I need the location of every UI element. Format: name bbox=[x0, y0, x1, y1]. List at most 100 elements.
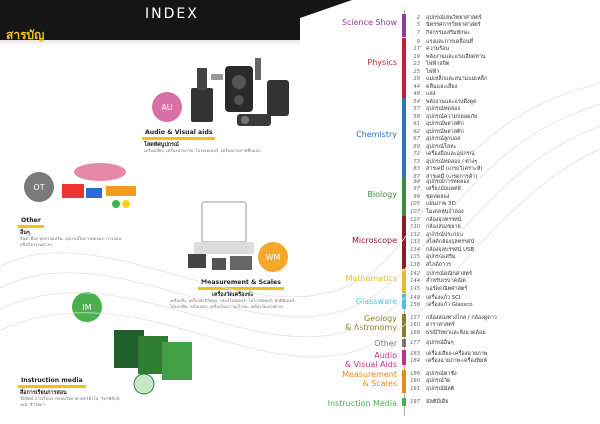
green-ball bbox=[112, 200, 120, 208]
dvd-case-3 bbox=[162, 342, 192, 380]
ms-circle: WM bbox=[258, 242, 288, 272]
entry-page-number: 168 bbox=[410, 329, 420, 336]
im-subtitle: สื่อการเรียนการสอน bbox=[20, 390, 67, 396]
index-entry[interactable]: 107 โมเดลหุ่นจำลอง bbox=[408, 208, 469, 216]
entry-page-number: 72 bbox=[413, 151, 420, 158]
entry-page-number: 73 bbox=[413, 158, 420, 165]
index-entry[interactable]: 191 อุปกรณ์มัลติ bbox=[408, 385, 457, 393]
entry-title: กิจกรรมเสริมทักษะ bbox=[426, 29, 470, 36]
entry-page-number: 190 bbox=[410, 378, 420, 385]
other-description: สินค้าอื่นๆ อุปกรณ์เสริม, อุปกรณ์ในการทด… bbox=[20, 236, 122, 247]
orange-blocks bbox=[106, 186, 136, 196]
entry-page-number: 186 bbox=[410, 370, 420, 377]
av-description: เครื่องเสียง, เครื่องฉายภาพ, โปรเจคเตอร์… bbox=[144, 148, 261, 153]
entry-page-number: 197 bbox=[410, 398, 420, 405]
section-name: Glassware bbox=[355, 297, 397, 306]
color-pack bbox=[62, 184, 84, 198]
entry-title: เครื่องฉายภาพ-เครื่องพิมพ์ bbox=[426, 358, 488, 365]
entry-page-number: 57 bbox=[413, 106, 420, 113]
entry-title: สไลด์ถาวร bbox=[426, 261, 452, 268]
entry-page-number: 107 bbox=[410, 208, 420, 215]
entry-page-number: 54 bbox=[413, 98, 420, 105]
index-entry[interactable]: 197 มัลติมีเดีย bbox=[408, 398, 448, 406]
entry-page-number: 25 bbox=[413, 68, 420, 75]
index-entry[interactable]: 190 อุปกรณ์วัด bbox=[408, 378, 457, 386]
ms-tag: Measurement & Scales bbox=[198, 278, 284, 290]
index-entry[interactable]: 145 บอร์ดคณิตศาสตร์ bbox=[408, 285, 472, 293]
im-circle: IM bbox=[72, 292, 102, 322]
header-band bbox=[0, 0, 300, 46]
section-color-bar bbox=[402, 38, 406, 98]
section-color-bar bbox=[402, 314, 406, 337]
section-name: Microscope bbox=[352, 236, 397, 245]
section-color-bar bbox=[402, 178, 406, 216]
av-tag: Audio & Visual aids bbox=[142, 128, 216, 140]
section-color-bar bbox=[402, 294, 406, 309]
entry-page-number: 61 bbox=[413, 121, 420, 128]
section-entries: 197 มัลติมีเดีย bbox=[408, 398, 448, 406]
entry-page-number: 135 bbox=[410, 254, 420, 261]
entry-title: บอร์ดคณิตศาสตร์ bbox=[426, 285, 468, 292]
entry-page-number: 69 bbox=[413, 143, 420, 150]
section-color-bar bbox=[402, 98, 406, 181]
entry-page-number: 130 bbox=[410, 224, 420, 231]
visualizer-base bbox=[191, 88, 213, 122]
index-entry[interactable]: 168 ธรณีวิทยาและสิ่งแวดล้อม bbox=[408, 329, 497, 337]
entry-page-number: 191 bbox=[410, 385, 420, 392]
speaker-tweeter bbox=[234, 95, 244, 105]
entry-page-number: 105 bbox=[410, 201, 420, 208]
entry-page-number: 17 bbox=[413, 46, 420, 53]
entry-page-number: 44 bbox=[413, 83, 420, 90]
entry-page-number: 39 bbox=[413, 76, 420, 83]
entry-title: พลังงานและแรงเสียดทาน bbox=[426, 53, 486, 60]
digital-meter bbox=[230, 256, 252, 270]
index-entry[interactable]: 184 เครื่องฉายภาพ-เครื่องพิมพ์ bbox=[408, 358, 487, 366]
index-entry[interactable]: 138 สไลด์ถาวร bbox=[408, 261, 474, 269]
entry-page-number: 145 bbox=[410, 285, 420, 292]
entry-page-number: 184 bbox=[410, 358, 420, 365]
thai-title: สารบัญ bbox=[6, 28, 45, 42]
entry-page-number: 48 bbox=[413, 91, 420, 98]
entry-page-number: 62 bbox=[413, 128, 420, 135]
entry-title: มัลติมีเดีย bbox=[426, 398, 449, 405]
entry-title: อุปกรณ์มัลติ bbox=[426, 385, 455, 392]
index-title: INDEX bbox=[145, 6, 199, 22]
entry-page-number: 177 bbox=[410, 339, 420, 346]
entry-page-number: 5 bbox=[416, 22, 420, 29]
entry-page-number: 83 bbox=[413, 166, 420, 173]
entry-page-number: 138 bbox=[410, 261, 420, 268]
entry-page-number: 9 bbox=[416, 38, 420, 45]
entry-page-number: 142 bbox=[410, 270, 420, 277]
entry-title: อุปกรณ์วัด bbox=[426, 378, 451, 385]
section-color-bar bbox=[402, 370, 406, 393]
thermometer-device bbox=[188, 254, 206, 268]
section-name: Science Show bbox=[341, 18, 397, 27]
entry-title: ธรณีวิทยาและสิ่งแวดล้อม bbox=[426, 329, 486, 336]
av-products-illustration bbox=[191, 58, 289, 126]
entry-page-number: 127 bbox=[410, 216, 420, 223]
entry-title: ไฟฟ้าสถิต bbox=[426, 61, 450, 68]
balance-draft-shield bbox=[201, 201, 247, 243]
entry-page-number: 132 bbox=[410, 231, 420, 238]
entry-title: โมเดลหุ่นจำลอง bbox=[426, 208, 464, 215]
visualizer-arm bbox=[197, 68, 207, 90]
